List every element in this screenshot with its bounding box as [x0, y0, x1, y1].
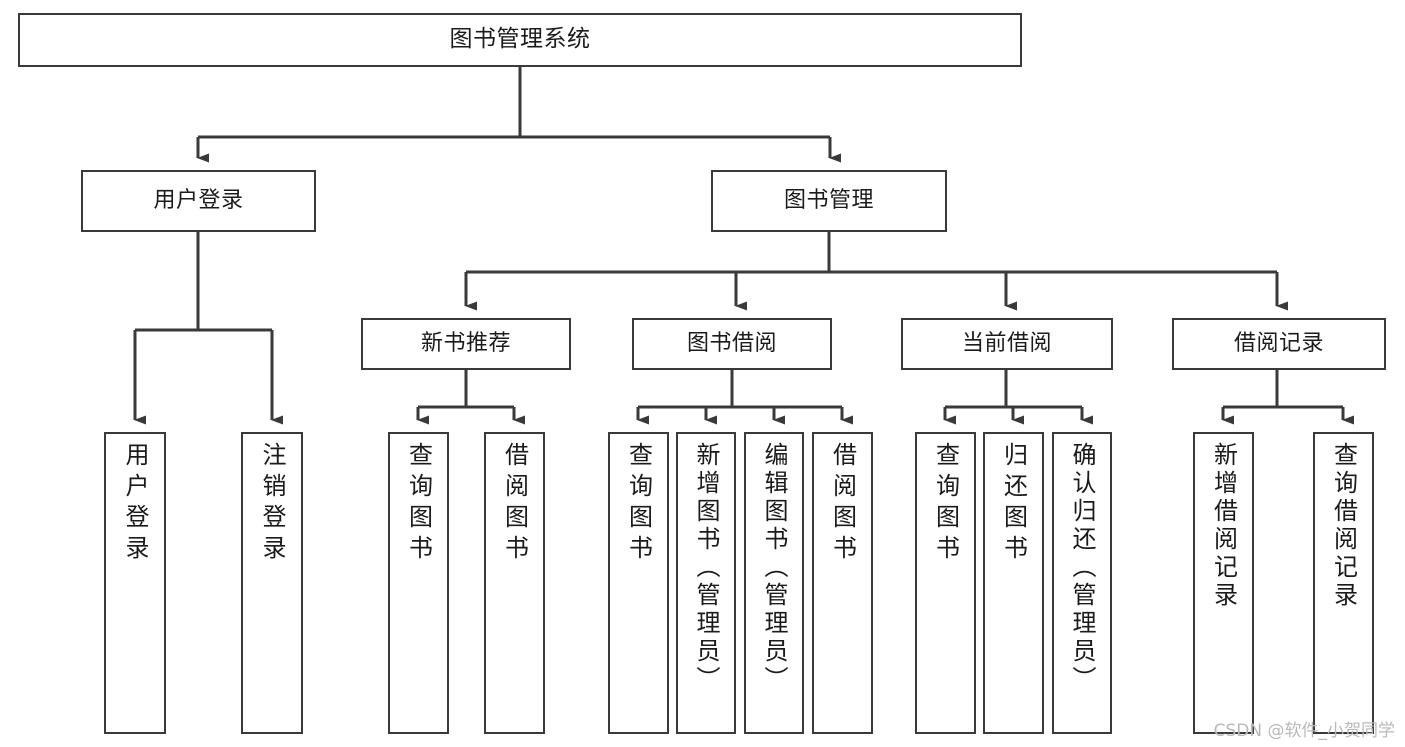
leaf-query-borrow-record[interactable]: 查询借阅记录: [1313, 432, 1374, 734]
node-label: 借阅图书: [500, 442, 529, 566]
node-book-management[interactable]: 图书管理: [711, 170, 947, 232]
leaf-return-book[interactable]: 归还图书: [983, 432, 1044, 734]
node-book-borrow[interactable]: 图书借阅: [632, 318, 832, 370]
node-label: 当前借阅: [961, 330, 1052, 356]
leaf-logout-login[interactable]: 注销登录: [241, 432, 303, 734]
node-user-login[interactable]: 用户登录: [81, 170, 316, 232]
leaf-borrow-book-borrow[interactable]: 借阅图书: [812, 432, 873, 734]
node-root-system[interactable]: 图书管理系统: [18, 13, 1022, 67]
node-label: 图书管理: [783, 187, 874, 213]
leaf-add-book-admin[interactable]: 新增图书（管理员）: [676, 432, 736, 734]
node-borrow-record[interactable]: 借阅记录: [1172, 318, 1386, 370]
node-label: 查询图书: [624, 442, 653, 566]
leaf-query-book-recommend[interactable]: 查询图书: [388, 432, 449, 734]
leaf-query-book-borrow[interactable]: 查询图书: [608, 432, 669, 734]
node-label: 查询图书: [404, 442, 433, 566]
leaf-confirm-return-admin[interactable]: 确认归还（管理员）: [1052, 432, 1112, 734]
node-label: 归还图书: [999, 442, 1028, 566]
node-label: 用户登录: [153, 187, 244, 213]
leaf-add-borrow-record[interactable]: 新增借阅记录: [1193, 432, 1254, 734]
node-label: 查询图书: [931, 442, 960, 566]
node-label: 确认归还（管理员）: [1068, 442, 1096, 694]
node-current-borrow[interactable]: 当前借阅: [901, 318, 1113, 370]
node-label: 借阅图书: [828, 442, 857, 566]
node-label: 编辑图书（管理员）: [760, 442, 788, 694]
leaf-edit-book-admin[interactable]: 编辑图书（管理员）: [744, 432, 804, 734]
node-new-book-recommend[interactable]: 新书推荐: [361, 318, 571, 370]
node-label: 新增借阅记录: [1209, 442, 1238, 610]
node-label: 用户登录: [121, 442, 149, 566]
leaf-borrow-book-recommend[interactable]: 借阅图书: [484, 432, 545, 734]
leaf-query-book-current[interactable]: 查询图书: [915, 432, 976, 734]
node-label: 借阅记录: [1233, 330, 1324, 356]
node-label: 图书管理系统: [449, 26, 591, 53]
node-label: 新书推荐: [420, 330, 511, 356]
leaf-user-login[interactable]: 用户登录: [104, 432, 166, 734]
csdn-watermark: CSDN @软件_小贺同学: [1213, 721, 1395, 741]
node-label: 查询借阅记录: [1329, 442, 1358, 610]
node-label: 图书借阅: [686, 330, 777, 356]
node-label: 新增图书（管理员）: [692, 442, 720, 694]
node-label: 注销登录: [258, 442, 286, 566]
